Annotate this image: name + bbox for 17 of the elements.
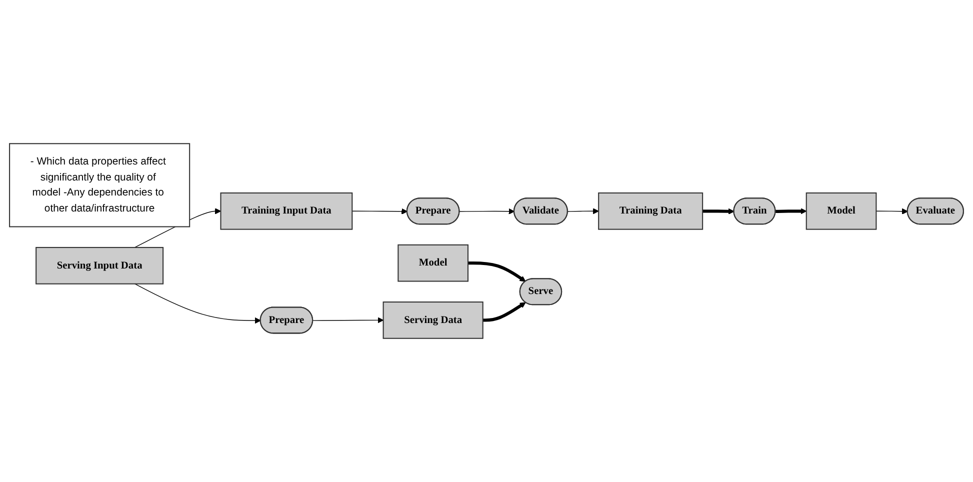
arrow	[134, 284, 261, 324]
arrow	[312, 317, 384, 324]
arrow	[567, 208, 599, 214]
arrow	[468, 262, 526, 282]
node-box: Model	[398, 244, 468, 282]
node-box: Training Data	[598, 192, 704, 230]
arrow	[776, 208, 807, 214]
arrow	[459, 208, 515, 214]
node-box: Serving Data	[382, 302, 484, 339]
arrow	[482, 302, 526, 322]
node-box: Model	[806, 192, 877, 230]
node-box: Serving Input Data	[36, 246, 164, 284]
arrow	[876, 208, 908, 214]
arrow	[352, 208, 408, 214]
node-box: - Which data properties affect significantly the quality of model -Any dependencies to other data/infrastructure	[9, 143, 190, 228]
node-box: Training Input Data	[220, 192, 353, 230]
arrow	[702, 208, 734, 214]
